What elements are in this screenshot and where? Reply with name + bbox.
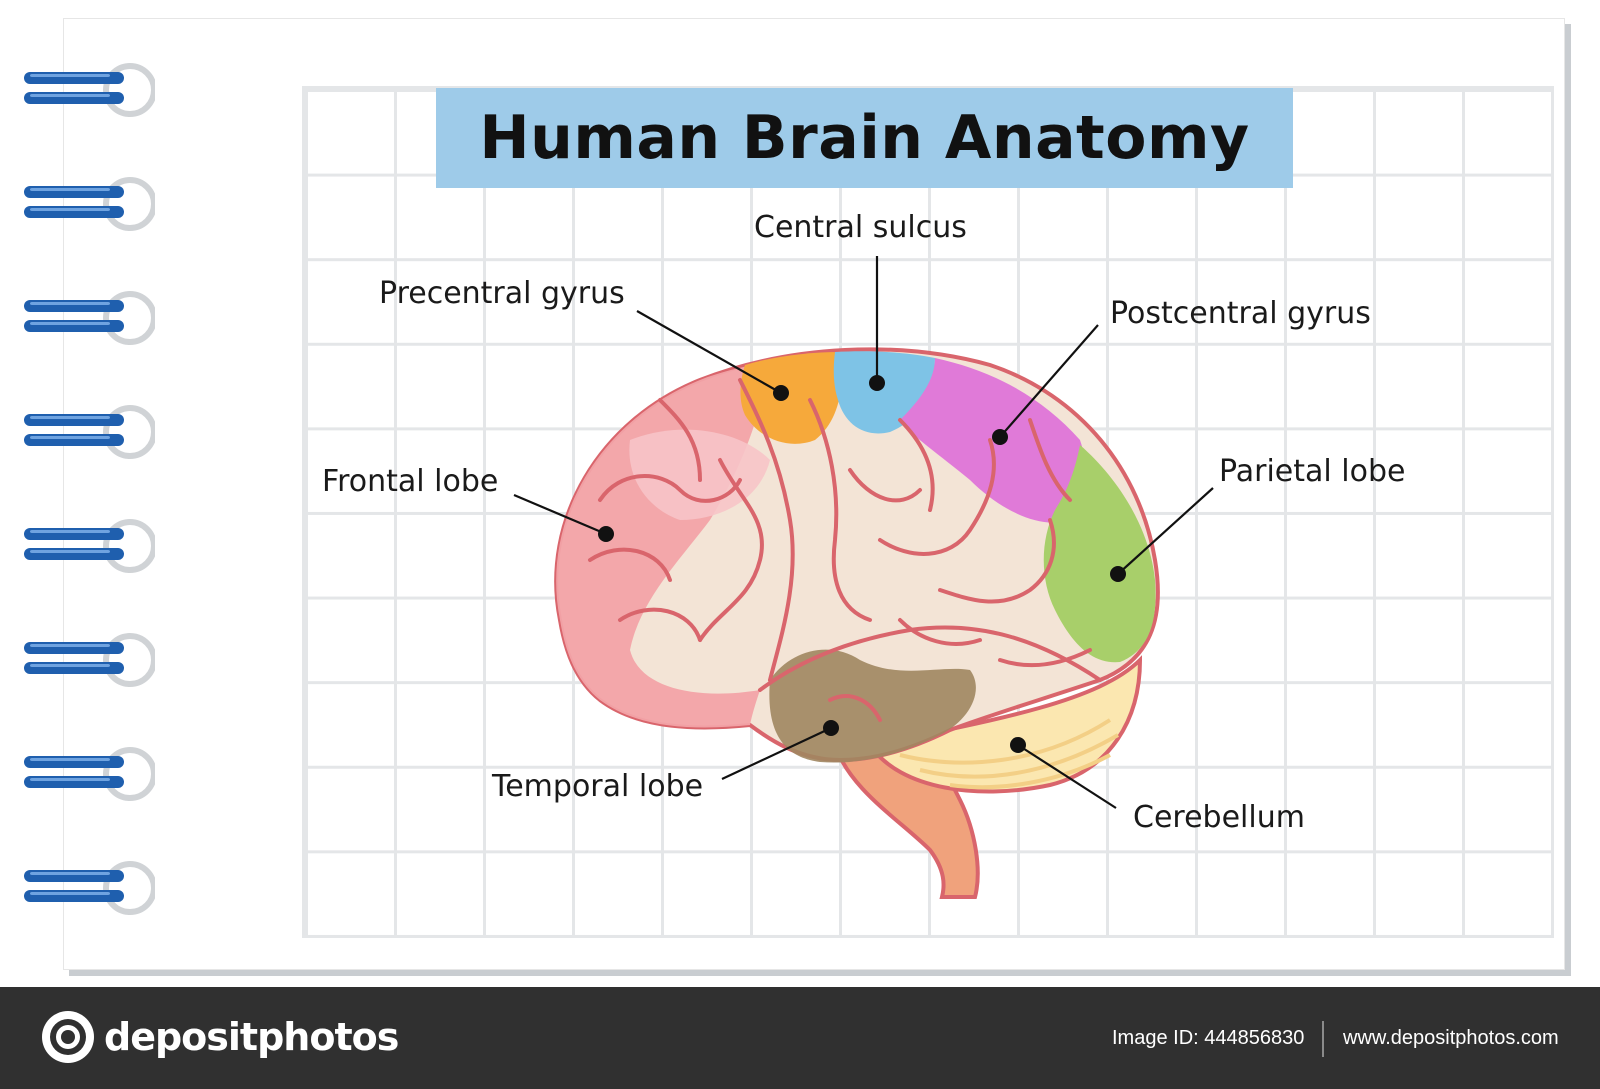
parietal-lobe-dot [1110, 566, 1126, 582]
spiral-ring [20, 632, 157, 687]
title-banner: Human Brain Anatomy [436, 88, 1293, 188]
temporal-lobe-dot [823, 720, 839, 736]
frontal-lobe-leader [513, 493, 607, 536]
label-temporal-lobe: Temporal lobe [492, 769, 704, 804]
spiral-ring [20, 404, 157, 459]
cerebellum-dot [1010, 737, 1026, 753]
postcentral-gyrus-leader [999, 324, 1099, 438]
site-link[interactable]: www.depositphotos.com [1343, 1027, 1559, 1049]
precentral-gyrus-region [740, 352, 842, 444]
central-sulcus-dot [869, 375, 885, 391]
spiral-ring [20, 518, 157, 573]
diagram-title: Human Brain Anatomy [479, 103, 1250, 173]
camera-icon [42, 1011, 94, 1063]
parietal-lobe-leader [1117, 487, 1214, 575]
label-frontal-lobe: Frontal lobe [322, 464, 499, 499]
label-precentral-gyrus: Precentral gyrus [379, 276, 625, 311]
spiral-ring [20, 860, 157, 915]
spiral-ring [20, 746, 157, 801]
label-parietal-lobe: Parietal lobe [1219, 454, 1406, 489]
precentral-gyrus-dot [773, 385, 789, 401]
brand-logo[interactable]: depositphotos [40, 1009, 399, 1065]
label-central-sulcus: Central sulcus [754, 210, 967, 245]
footer-bar: depositphotos Image ID: 444856830 www.de… [0, 987, 1600, 1089]
postcentral-gyrus-dot [992, 429, 1008, 445]
spiral-ring [20, 62, 157, 117]
brand-name: depositphotos [104, 1015, 399, 1059]
spiral-ring [20, 290, 157, 345]
temporal-lobe-leader [721, 727, 832, 780]
label-postcentral-gyrus: Postcentral gyrus [1110, 296, 1371, 331]
image-id: Image ID: 444856830 [1112, 1027, 1305, 1049]
footer-divider [1322, 1021, 1324, 1057]
label-cerebellum: Cerebellum [1133, 800, 1305, 835]
frontal-lobe-dot [598, 526, 614, 542]
spiral-ring [20, 176, 157, 231]
cerebellum-leader [1017, 744, 1117, 809]
precentral-gyrus-leader [636, 310, 782, 394]
